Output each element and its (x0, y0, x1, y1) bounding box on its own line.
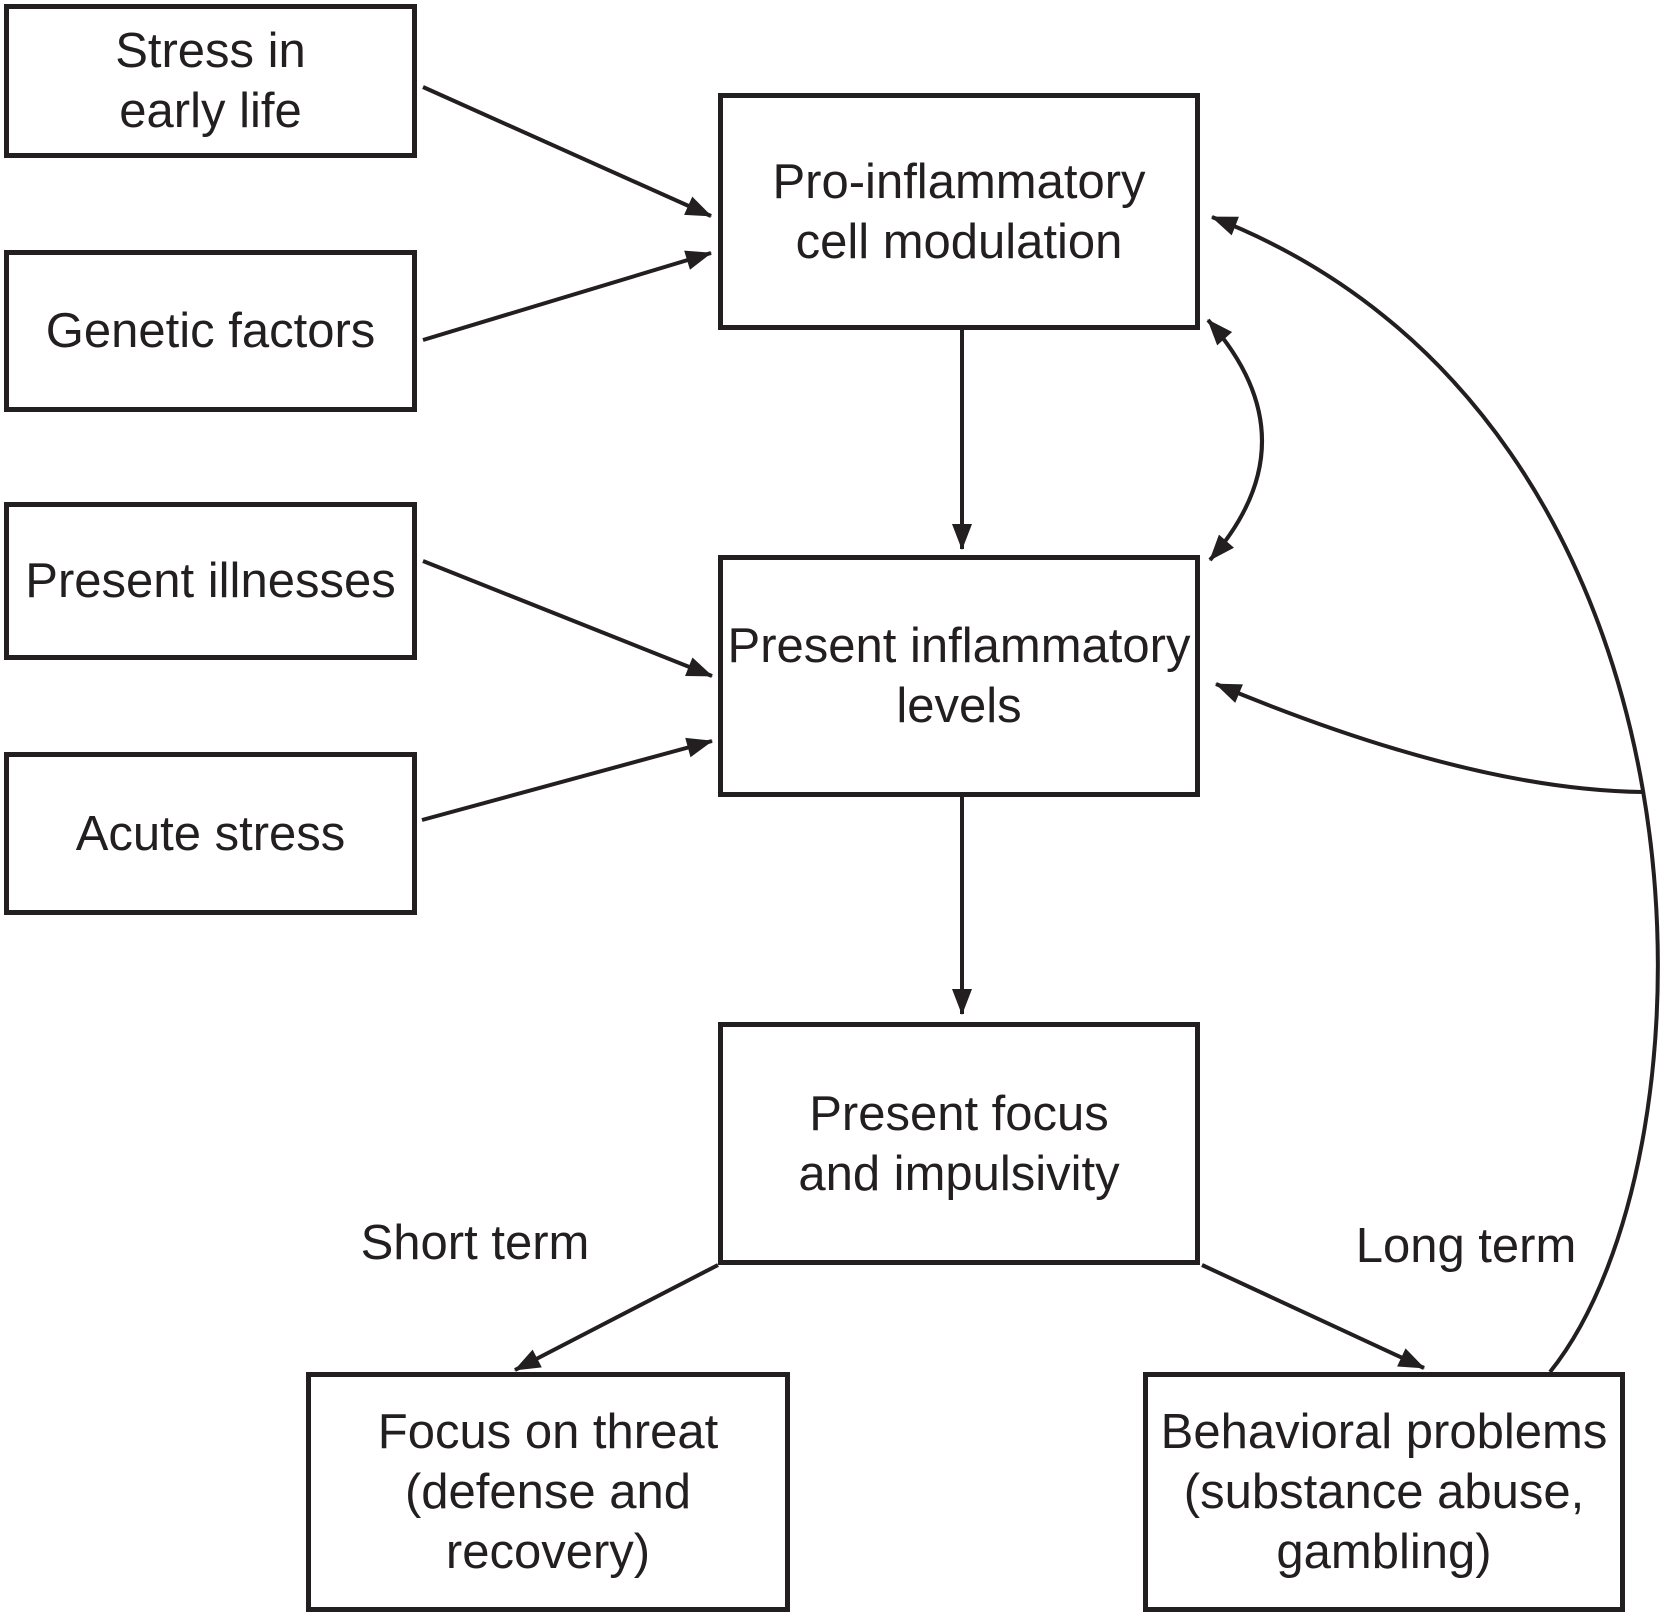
label-short-term: Short term (360, 1216, 590, 1270)
node-acute-stress: Acute stress (4, 752, 417, 915)
arrow-illnesses-to-present-inflammatory (422, 559, 713, 678)
arrow-stress-to-pro-inflammatory (422, 85, 712, 218)
label-long-term: Long term (1355, 1219, 1577, 1273)
node-focus-on-threat-label: Focus on threat (defense and recovery) (377, 1405, 719, 1579)
arrow-behavioral-to-pro-inflammatory-curve (1211, 215, 1660, 1374)
arrow-genetic-to-pro-inflammatory (422, 250, 712, 342)
node-acute-stress-label: Acute stress (75, 806, 346, 861)
arrow-acute-stress-to-present-inflammatory (421, 737, 713, 822)
arrow-present-focus-to-behavioral-problems (1201, 1263, 1425, 1370)
arrow-present-focus-to-focus-on-threat (514, 1263, 719, 1372)
node-behavioral-problems: Behavioral problems (substance abuse, ga… (1143, 1372, 1625, 1612)
arrow-behavioral-to-present-inflammatory-curve (1215, 682, 1644, 794)
node-focus-on-threat: Focus on threat (defense and recovery) (306, 1372, 790, 1612)
node-pro-inflammatory: Pro-inflammatory cell modulation (718, 93, 1200, 330)
node-stress-early-life: Stress in early life (4, 4, 417, 158)
arrow-pro-present-bidirectional-curve (1206, 318, 1264, 562)
node-genetic-factors-label: Genetic factors (45, 304, 376, 358)
node-present-inflammatory-label: Present inflammatory levels (727, 619, 1191, 733)
node-present-illnesses: Present illnesses (4, 502, 417, 660)
node-pro-inflammatory-label: Pro-inflammatory cell modulation (772, 154, 1146, 269)
node-present-focus: Present focus and impulsivity (718, 1022, 1200, 1265)
node-behavioral-problems-label: Behavioral problems (substance abuse, ga… (1160, 1405, 1608, 1579)
node-stress-early-life-label: Stress in early life (115, 24, 306, 138)
node-present-illnesses-label: Present illnesses (25, 554, 396, 608)
node-genetic-factors: Genetic factors (4, 250, 417, 412)
node-present-focus-label: Present focus and impulsivity (798, 1086, 1120, 1201)
node-present-inflammatory: Present inflammatory levels (718, 555, 1200, 797)
